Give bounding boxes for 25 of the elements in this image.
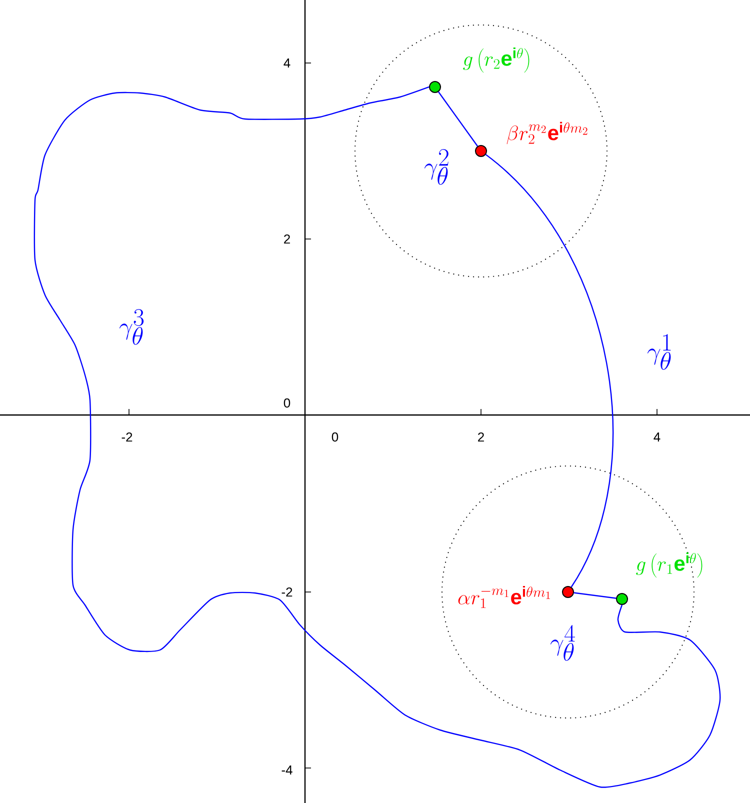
point-label: $\beta r_2^{m_2}\mathbf{e}^{\mathbf{i}\theta m_2}$: [506, 122, 588, 144]
tick-label: 0: [332, 432, 338, 442]
tick-label: 4: [654, 432, 660, 442]
curve-label: $\gamma_\theta^4$: [550, 624, 575, 661]
curve-label: $\gamma_\theta^1$: [648, 334, 671, 370]
point-marker: [616, 593, 628, 605]
tick-label: 0: [284, 398, 290, 408]
point-marker: [562, 586, 574, 598]
tick-label: 4: [284, 58, 290, 68]
curve: [438, 92, 478, 146]
tick-label: 2: [478, 432, 484, 442]
tick-label: -4: [282, 766, 292, 774]
point-label: $\alpha r_1^{-m_1}\mathbf{e}^{\mathbf{i}\theta m_1}$: [458, 586, 550, 608]
curve-label: $\gamma_\theta^3$: [120, 309, 144, 345]
point-marker: [475, 145, 487, 157]
curve: [485, 154, 614, 588]
curve: [574, 592, 616, 599]
tick-label: -2: [122, 432, 132, 442]
tick-label: -2: [282, 587, 292, 597]
point-label: $g\left(r_1\mathbf{e}^{\mathbf{i}\theta}\right)$: [636, 552, 702, 578]
curve-label: $\gamma_\theta^2$: [424, 149, 448, 185]
curve: [34, 86, 721, 788]
point-marker: [429, 81, 441, 93]
tick-label: 2: [284, 234, 290, 244]
point-label: $g\left(r_2\mathbf{e}^{\mathbf{i}\theta}\right)$: [463, 48, 530, 72]
